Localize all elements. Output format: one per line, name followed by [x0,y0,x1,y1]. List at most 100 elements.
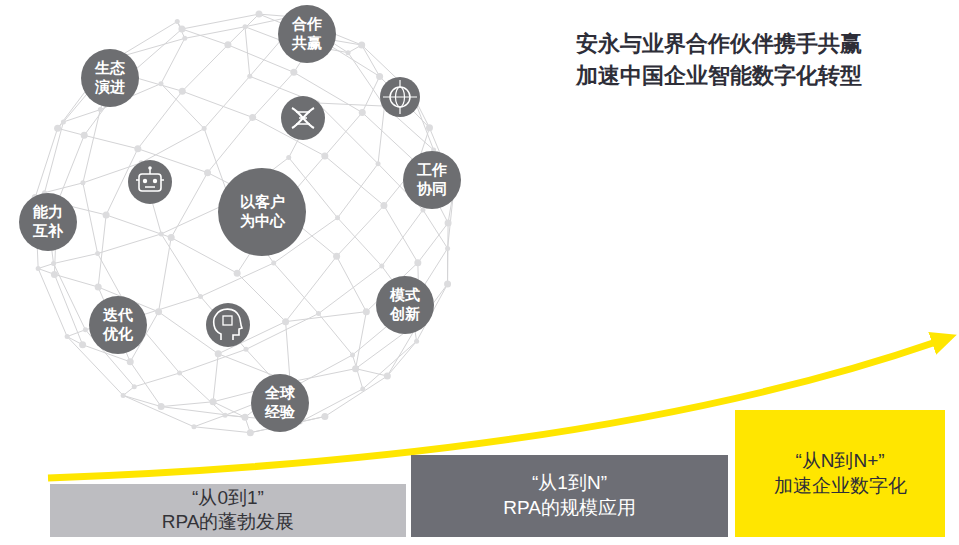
wire-line [317,103,378,164]
dna-icon [281,96,325,140]
wire-dot [224,41,231,48]
wire-line [362,45,380,76]
topic-circle: 以客户 为中心 [218,168,306,256]
head-chip-icon [206,303,250,347]
wire-line [325,113,362,156]
wire-dot [98,107,103,112]
wire-line [245,27,250,77]
wire-dot [290,69,297,76]
wire-line [363,341,417,389]
wire-dot [36,266,41,271]
stage-heading: “从1到N” [532,471,607,496]
wire-dot [445,246,450,251]
wire-dot [95,251,100,256]
wire-line [134,373,179,387]
title: 安永与业界合作伙伴携手共赢 加速中国企业智能数字化转型 [576,28,862,92]
wire-dot [223,413,228,418]
circle-label: 生态 演进 [95,59,125,97]
wire-line [98,234,162,254]
wire-dot [379,264,384,269]
wire-line [337,256,367,311]
topic-circle: 全球 经验 [251,374,309,432]
wire-line [338,164,379,218]
wire-dot [204,169,211,176]
wire-line [130,362,161,407]
stage-label: RPA的蓬勃发展 [162,510,295,535]
wire-dot [51,261,56,266]
wire-dot [175,19,180,24]
stage-band: “从1到N”RPA的规模应用 [411,455,728,537]
wire-dot [286,155,291,160]
wire-dot [414,259,421,266]
wire-dot [282,318,289,325]
wire-line [338,218,382,266]
wire-dot [155,308,162,315]
stage-band: “从0到1”RPA的蓬勃发展 [50,484,406,537]
wire-dot [376,161,381,166]
wire-dot [350,352,355,357]
wire-line [318,266,381,314]
wire-line [286,312,367,322]
wire-dot [65,334,70,339]
wire-line [123,395,161,406]
wire-line [208,117,253,172]
wire-line [246,314,318,350]
circle-label: 迭代 优化 [103,306,133,344]
wire-dot [321,413,328,420]
wire-dot [360,386,365,391]
wire-line [356,369,388,376]
wire-dot [103,211,110,218]
stage-label: RPA的规模应用 [503,496,636,521]
wire-dot [81,132,88,139]
wire-line [54,254,98,264]
wire-line [382,210,423,266]
wire-dot [177,370,182,375]
wire-line [182,45,228,91]
wire-dot [132,384,137,389]
wire-line [138,91,182,149]
wire-line [54,274,98,287]
wire-line [384,206,418,263]
wire-dot [333,253,340,260]
wire-dot [61,119,66,124]
wire-line [161,402,213,407]
wire-dot [316,311,321,316]
wire-line [171,238,237,274]
wire-line [177,22,185,39]
wire-line [141,129,204,163]
wire-dot [358,42,365,49]
wire-dot [80,180,85,185]
wire-line [83,183,98,254]
wire-line [123,395,194,426]
wire-dot [335,215,340,220]
wire-dot [121,393,126,398]
wire-line [447,223,449,284]
wire-line [325,156,384,206]
wire-line [286,322,291,382]
wire-line [45,183,83,193]
wire-line [57,135,84,203]
wire-line [161,84,204,129]
wire-line [245,27,281,41]
topic-circle: 能力 互补 [19,193,77,251]
wire-dot [243,24,248,29]
wire-line [118,22,178,58]
wire-line [106,215,171,238]
wire-line [180,349,246,373]
wire-line [378,106,384,164]
wire-dot [321,152,328,159]
wire-dot [210,398,217,405]
wire-dot [445,219,452,226]
wire-dot [158,81,163,86]
wire-dot [352,365,359,372]
wire-line [447,248,448,284]
wire-line [250,40,281,76]
wire-dot [444,281,451,288]
wire-dot [414,339,419,344]
stage-label: 加速企业数字化 [774,474,907,499]
wire-line [274,263,319,314]
wire-dot [127,358,134,365]
circle-label: 工作 协同 [417,161,447,199]
wire-dot [168,234,175,241]
